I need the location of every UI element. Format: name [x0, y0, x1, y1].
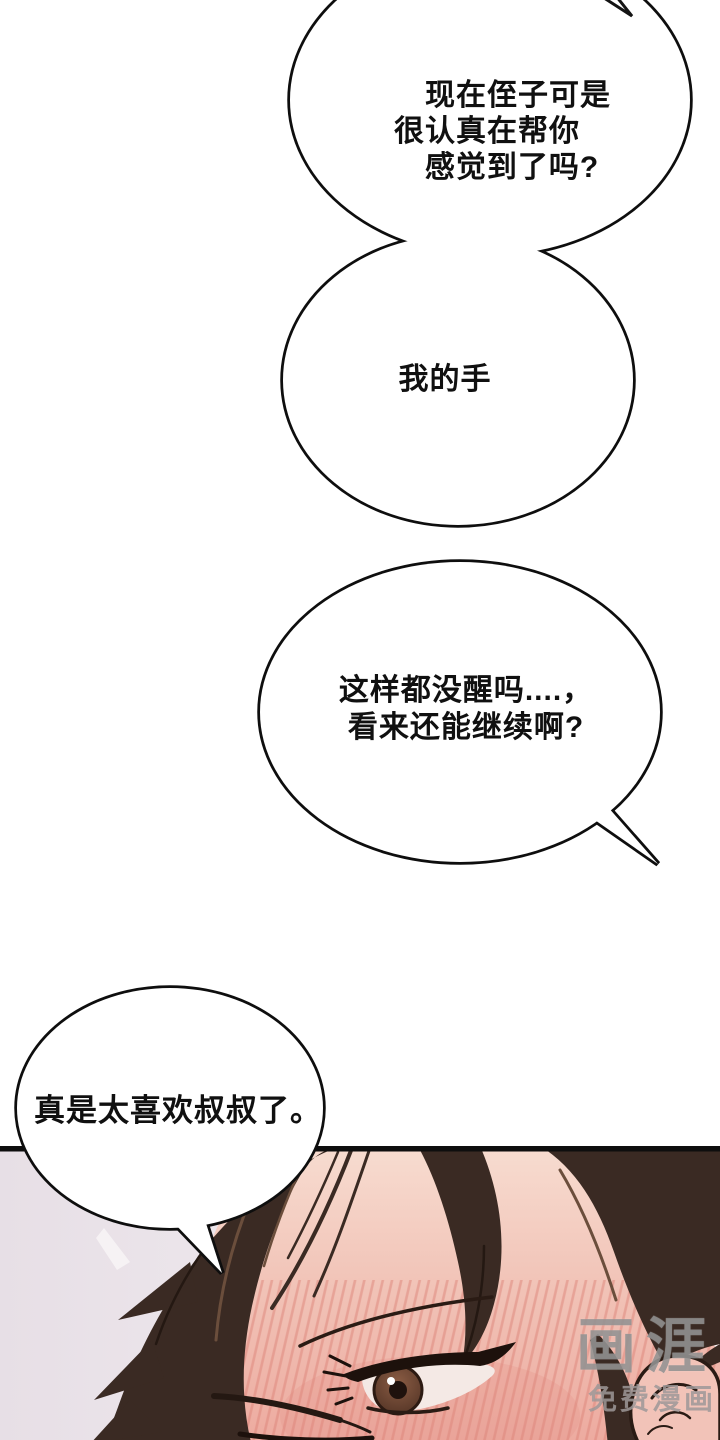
site-watermark: 画涯 免费漫画 [560, 1312, 716, 1416]
eyebrow-2-tip [338, 1418, 372, 1434]
character-ear [628, 1354, 720, 1440]
hair-lock-over-ear [590, 1334, 640, 1440]
watermark-tagline: 免费漫画 [587, 1384, 716, 1416]
bubble-4-line-1: 真是太喜欢叔叔了。 [34, 1093, 322, 1128]
bubble-1-line-2: 很认真在帮你 [394, 115, 580, 148]
forehead-strands [270, 1146, 372, 1310]
character-hair-curtain [420, 1146, 502, 1364]
speech-bubble-3 [257, 559, 663, 867]
eyelashes [322, 1354, 354, 1406]
bubble-1-line-3: 感觉到了吗? [424, 151, 600, 184]
bubble-4-text: 真是太喜欢叔叔了。 [28, 1094, 328, 1128]
speech-bubble-1-2 [280, 0, 693, 528]
watermark-logo: 画涯 [576, 1313, 716, 1380]
hair-spike-2 [94, 1340, 164, 1400]
bubble-3-text: 这样都没醒吗....， 看来还能继续啊? [316, 672, 616, 746]
hair-spike-3 [93, 1400, 162, 1440]
eye-upper-lid [344, 1342, 516, 1382]
bubble-1-tail [604, 0, 634, 18]
bubble-2-text: 我的手 [345, 363, 545, 397]
bubble-1-line-1: 现在侄子可是 [425, 79, 611, 112]
character-eyebrow [298, 1295, 494, 1348]
bubble-1-text: 现在侄子可是 很认真在帮你 感觉到了吗? [355, 78, 655, 186]
eye-pupil [389, 1381, 407, 1399]
background-gap-sliver [96, 1228, 130, 1270]
bubble-3-line-2: 看来还能继续啊? [347, 711, 585, 744]
character-hair-right [472, 1146, 720, 1368]
panel-artwork [0, 1146, 720, 1440]
bubble-3-line-1: 这样都没醒吗....， [338, 674, 594, 707]
panel-divider [0, 1146, 720, 1152]
eye-lower-lid [366, 1406, 450, 1415]
hair-spike-1 [118, 1262, 198, 1320]
bubble-2-line-1: 我的手 [398, 363, 492, 396]
character-eyebrow-2 [211, 1393, 343, 1423]
eye-highlight [387, 1377, 395, 1385]
speech-bubble-4 [14, 985, 326, 1275]
ear-inner-lines [647, 1382, 698, 1435]
